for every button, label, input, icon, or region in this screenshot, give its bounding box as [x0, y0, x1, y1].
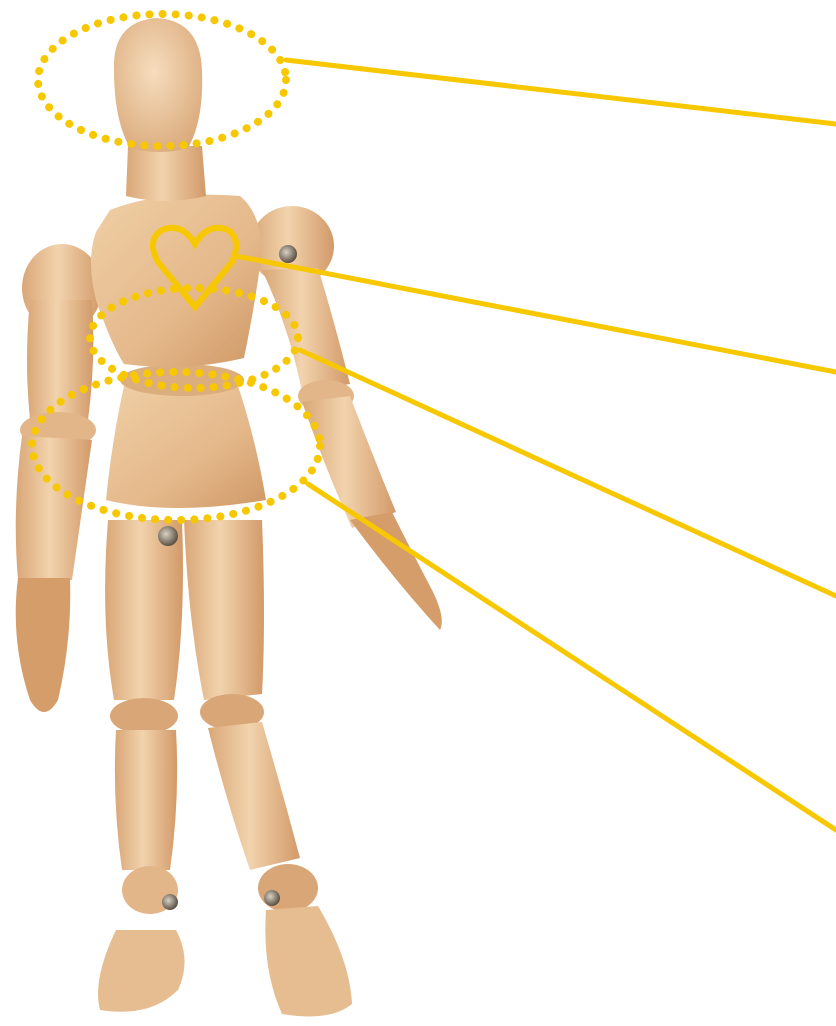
- left-shin: [115, 730, 177, 870]
- left-hand: [16, 578, 71, 712]
- right-shin: [208, 722, 300, 870]
- hip-pin: [158, 526, 178, 546]
- pelvis-leader-line: [308, 484, 836, 830]
- right-ankle: [258, 864, 318, 912]
- left-ankle-pin: [162, 894, 178, 910]
- left-arm: [16, 244, 102, 712]
- right-leg: [184, 520, 352, 1016]
- right-upper-arm: [262, 268, 350, 392]
- left-forearm: [16, 436, 92, 580]
- left-knee: [110, 698, 178, 734]
- pelvis: [106, 386, 266, 508]
- left-leg: [98, 520, 185, 1012]
- left-foot: [98, 930, 185, 1012]
- right-thigh: [184, 520, 264, 700]
- head: [114, 18, 202, 152]
- head-leader-line: [286, 60, 836, 124]
- neck: [126, 146, 206, 201]
- shoulder-pin: [279, 245, 297, 263]
- right-arm: [250, 206, 442, 630]
- mannequin: [16, 18, 442, 1016]
- left-thigh: [105, 520, 183, 700]
- right-hand: [350, 512, 442, 630]
- right-foot: [265, 906, 352, 1016]
- right-ankle-pin: [264, 890, 280, 906]
